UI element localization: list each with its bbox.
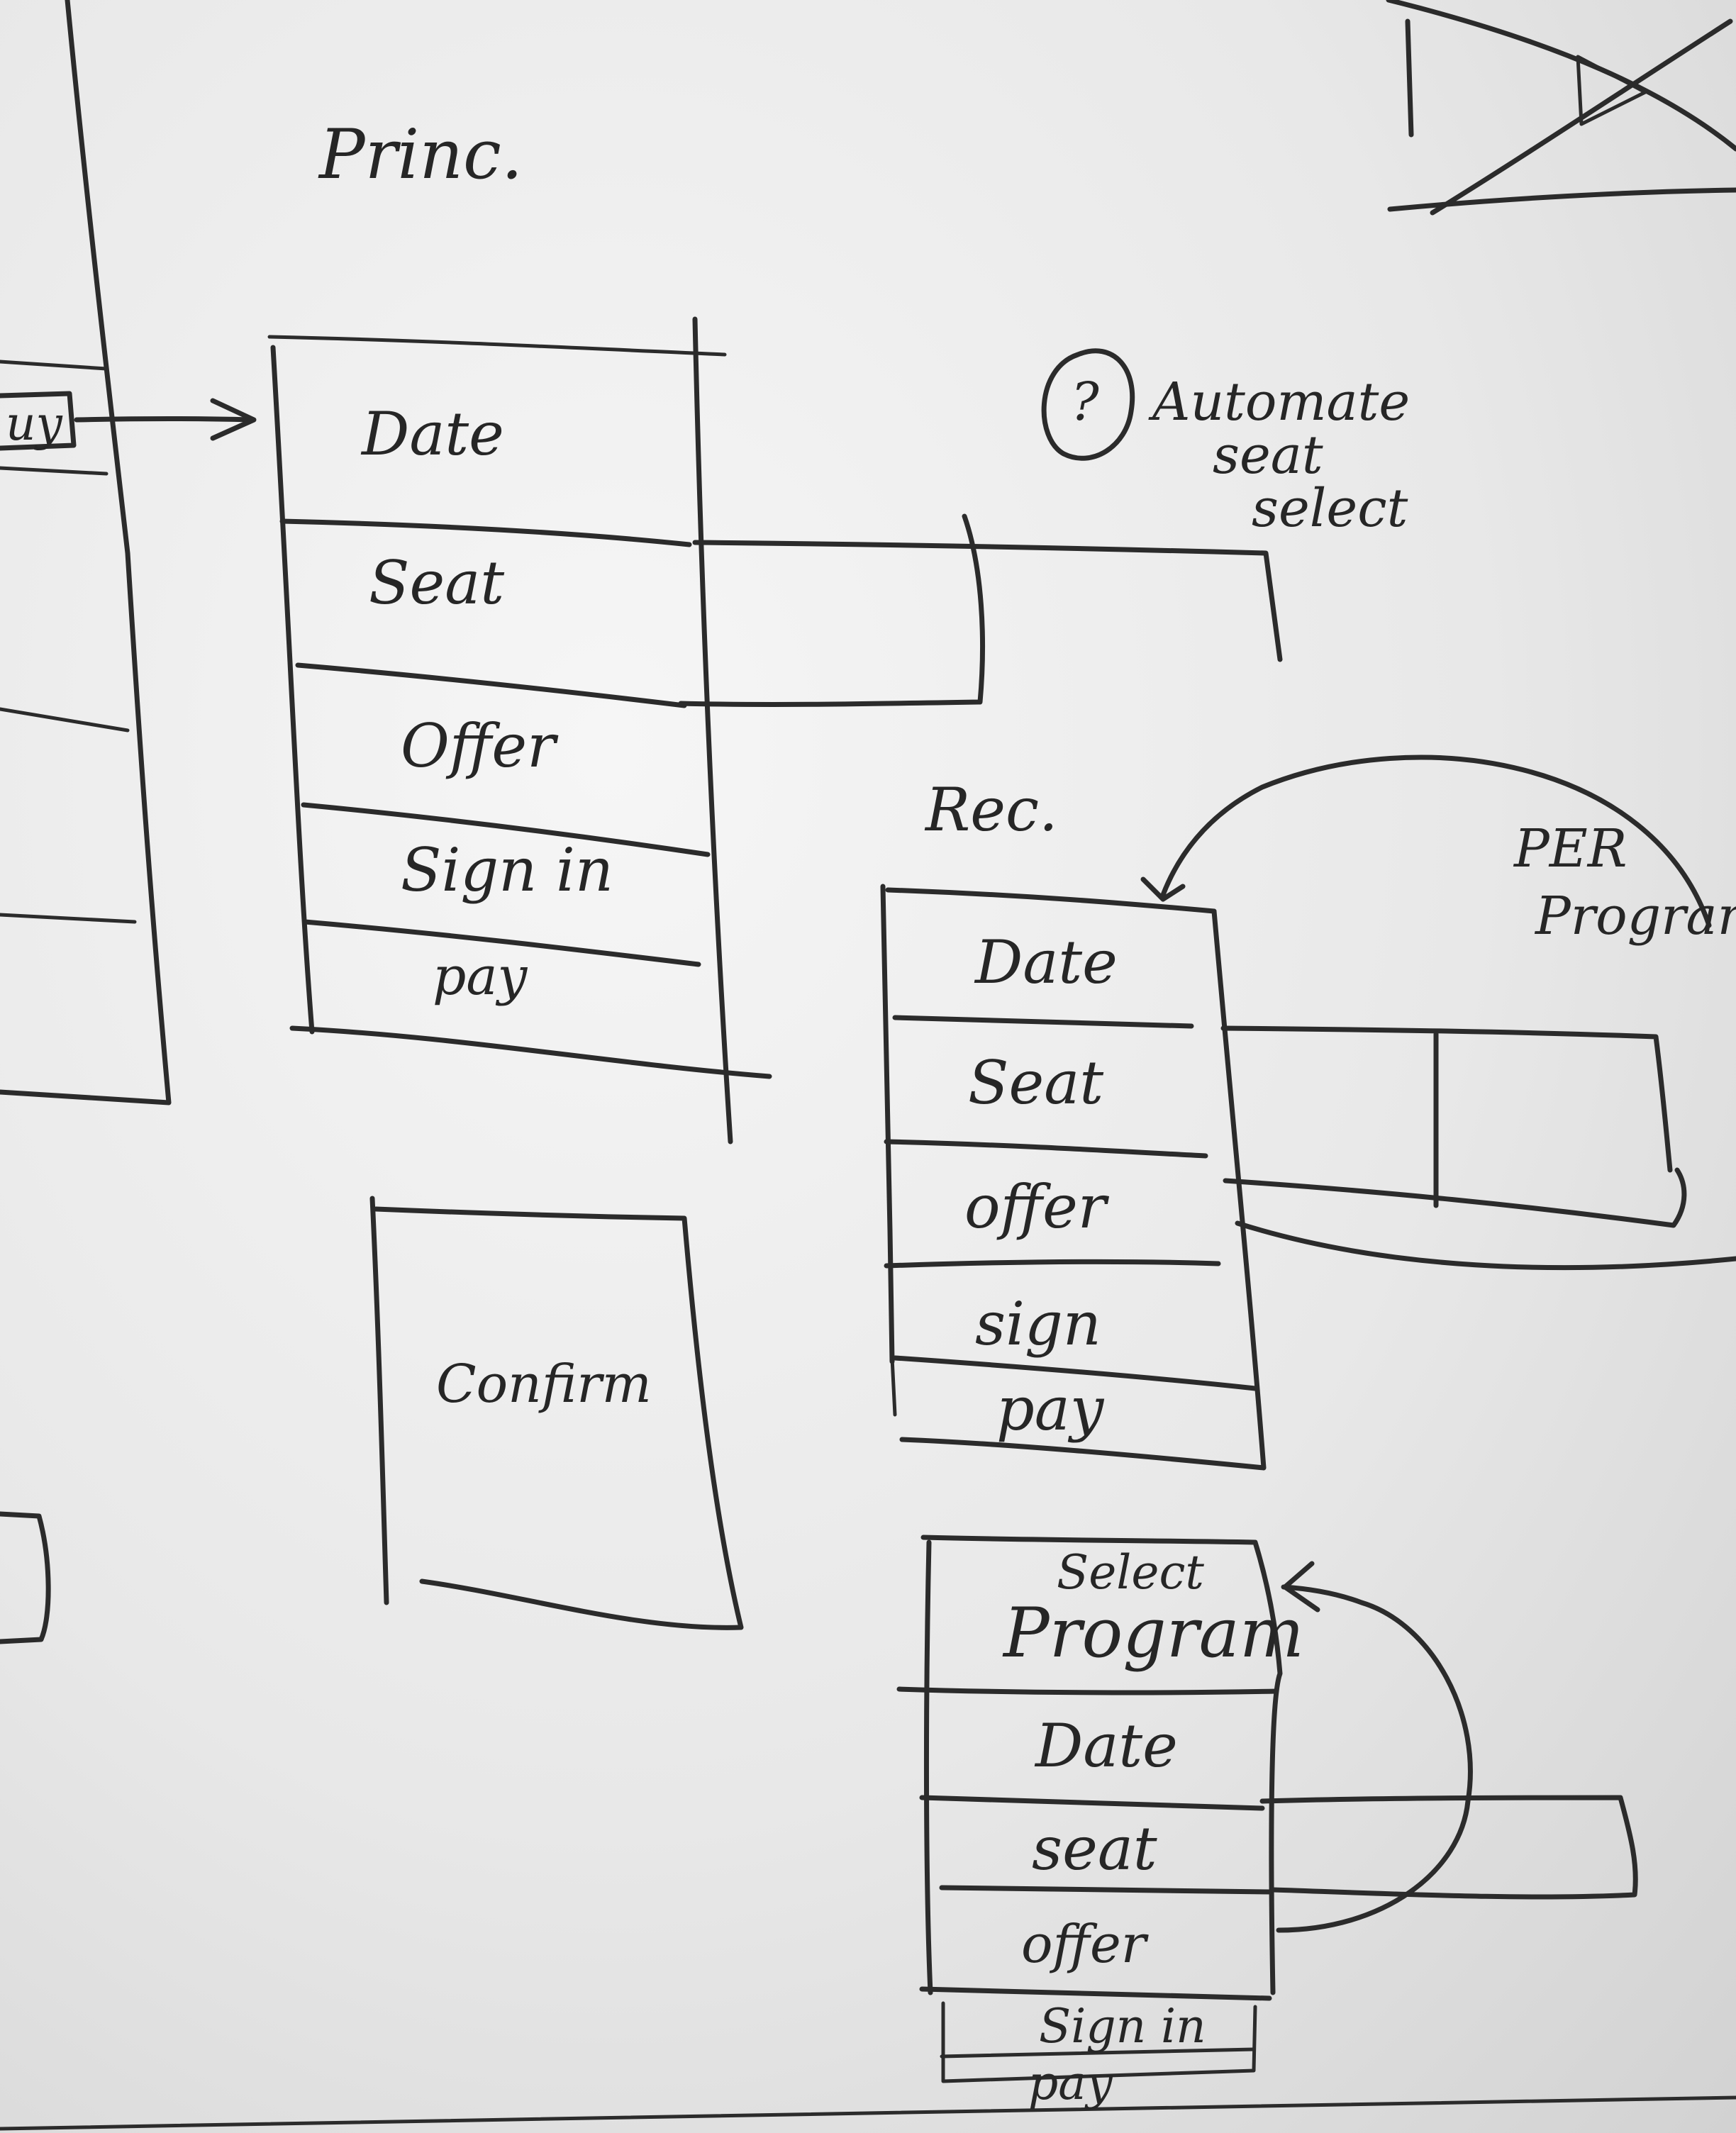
- confirm-screen-outline: [373, 1206, 744, 1630]
- left-button-label: uy: [6, 396, 62, 451]
- rec-seat-expansion: [1223, 1167, 1687, 1228]
- left-screen-divider: [0, 360, 108, 371]
- per-program-line-1: PER: [1514, 818, 1628, 879]
- rec-row-offer: offer: [964, 1172, 1106, 1242]
- program-header-line-2: Program: [1003, 1593, 1304, 1673]
- program-bracket: [941, 2001, 1257, 2083]
- left-screen-divider: [0, 707, 130, 733]
- princ-row-date: Date: [362, 399, 504, 469]
- princ-title: Princ.: [319, 115, 523, 194]
- per-program-arrow-head: [1140, 876, 1186, 902]
- program-divider: [896, 1686, 1279, 1695]
- note-line-1: Automate: [1152, 372, 1410, 433]
- per-program-line-2: Program: [1535, 886, 1736, 947]
- princ-row-pay: pay: [433, 946, 528, 1007]
- board-bottom-edge: [0, 2095, 1736, 2131]
- seat-expansion-outline: [678, 513, 986, 707]
- program-screen-outline: [923, 1539, 933, 1995]
- rec-row-sign: sign: [975, 1289, 1101, 1359]
- princ-screen-outline: [267, 335, 727, 357]
- program-row-pay: pay: [1028, 2056, 1113, 2110]
- program-divider: [919, 1986, 1272, 2001]
- princ-divider: [301, 802, 711, 857]
- left-screen-divider: [0, 466, 108, 476]
- note-line-2: seat: [1213, 425, 1323, 486]
- seat-expansion-outline: [692, 540, 1283, 662]
- rec-screen-outline: [890, 1356, 897, 1417]
- program-bracket: [940, 2047, 1256, 2059]
- crossed-box: [1576, 55, 1647, 126]
- princ-divider: [302, 919, 701, 967]
- rec-title: Rec.: [925, 775, 1058, 845]
- rec-screen-outline: [885, 887, 1217, 914]
- program-divider: [939, 1885, 1272, 1895]
- rec-divider: [892, 1015, 1194, 1029]
- rec-seat-expansion: [1220, 1025, 1673, 1173]
- note-badge-outline: [1041, 348, 1135, 461]
- program-divider: [919, 1795, 1265, 1811]
- program-loop-arrow: [1276, 1584, 1473, 1933]
- program-screen-outline: [920, 1535, 1283, 1995]
- crossed-box: [1387, 187, 1736, 212]
- left-screen-divider: [0, 913, 137, 924]
- princ-row-sign-in: Sign in: [401, 835, 613, 905]
- program-seat-expansion: [1259, 1795, 1638, 1900]
- program-row-offer: offer: [1021, 1914, 1147, 1975]
- crossed-box: [1405, 18, 1414, 138]
- per-program-arrow: [1160, 754, 1712, 928]
- rec-row-date: Date: [975, 928, 1118, 997]
- princ-row-offer: Offer: [401, 711, 556, 781]
- rec-divider: [884, 1259, 1221, 1269]
- confirm-label: Confirm: [436, 1354, 652, 1415]
- princ-divider: [279, 518, 692, 547]
- left-button-outline: [0, 391, 77, 451]
- program-row-seat: seat: [1032, 1814, 1157, 1883]
- arrow-head: [210, 398, 257, 441]
- left-bottom-box: [0, 1511, 51, 1644]
- program-loop-arrow-head: [1282, 1561, 1320, 1613]
- note-badge-text: ?: [1071, 372, 1099, 433]
- left-screen-outline: [0, 0, 172, 1106]
- rec-row-pay: pay: [996, 1374, 1104, 1444]
- crossed-box: [1386, 0, 1736, 152]
- confirm-screen-outline: [369, 1196, 389, 1605]
- rec-screen-outline: [899, 908, 1267, 1471]
- princ-screen-outline: [270, 345, 315, 1035]
- program-row-sign-in: Sign in: [1039, 1999, 1206, 2054]
- note-line-3: select: [1252, 478, 1408, 539]
- rec-divider: [892, 1355, 1258, 1391]
- program-row-date: Date: [1035, 1711, 1178, 1781]
- rec-seat-expansion: [1235, 1220, 1736, 1271]
- rec-row-seat: Seat: [968, 1048, 1104, 1118]
- princ-screen-outline: [692, 316, 733, 1145]
- princ-divider: [289, 1025, 772, 1079]
- rec-divider: [884, 1139, 1208, 1159]
- princ-divider: [295, 662, 687, 708]
- crossed-box: [1430, 18, 1733, 216]
- princ-row-seat: Seat: [369, 548, 505, 618]
- program-header-line-1: Select: [1057, 1545, 1204, 1600]
- arrow-to-princ: [74, 416, 255, 423]
- rec-screen-outline: [880, 884, 895, 1364]
